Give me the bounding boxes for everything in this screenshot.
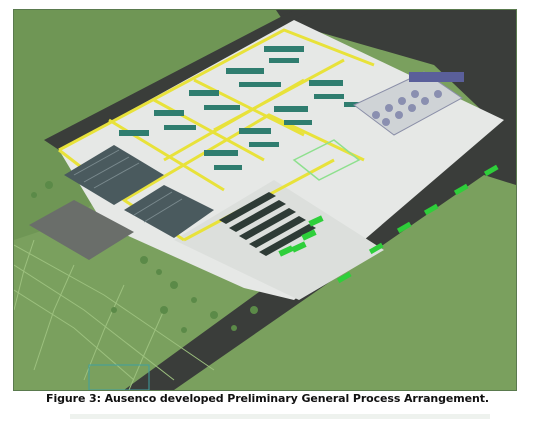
left-equipment-blocks [64,145,214,238]
caption-underlay [70,414,490,419]
road-trucks [336,164,499,284]
loading-trucks [278,215,324,257]
warehouse-building [29,200,134,260]
trees [31,181,258,333]
filter-rows [219,192,316,256]
lower-pad [174,180,384,300]
road-outer [124,10,516,390]
site-marker-box [88,364,150,390]
site-render [14,10,516,390]
road-north [44,10,314,150]
process-building-equipment [353,71,464,136]
figure-caption: Figure 3: Ausenco developed Preliminary … [46,392,489,405]
site-arrangement-figure [13,9,517,391]
parking-grid [14,239,215,390]
outline-structure [292,139,361,181]
